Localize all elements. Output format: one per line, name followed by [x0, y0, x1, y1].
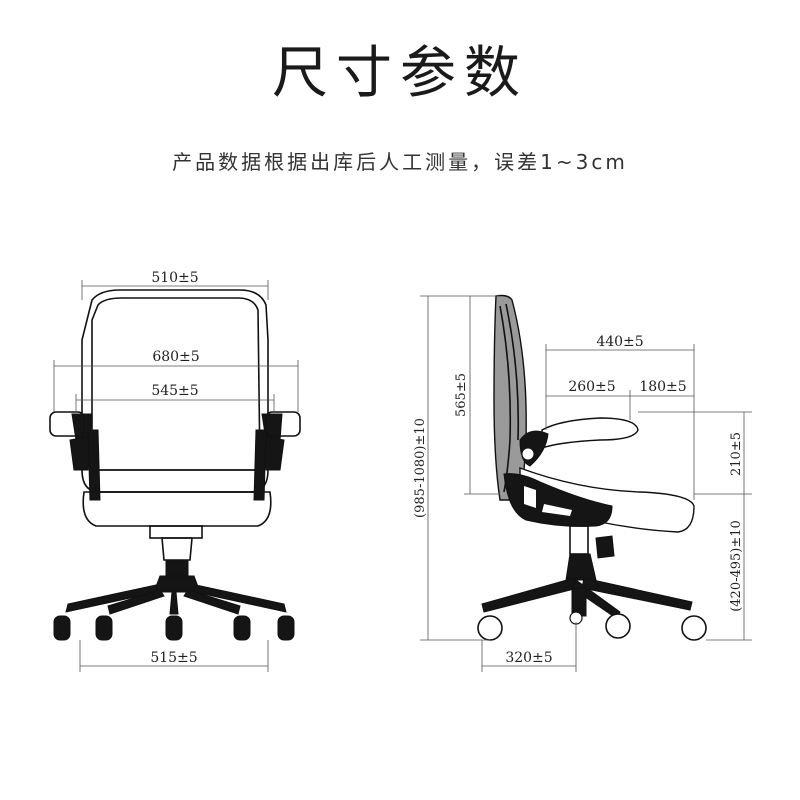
side-seat-depth-label: 440±5 [596, 334, 643, 350]
side-backrest-height-label: 565±5 [454, 373, 469, 417]
side-seat-height-label: (420-495)±10 [729, 520, 744, 612]
page-title: 尺寸参数 [272, 41, 528, 106]
caster-wheel-icon [53, 615, 295, 641]
side-armrest-back-label: 180±5 [639, 379, 686, 395]
side-caster-wheel-icon [477, 611, 707, 641]
front-back-width-label: 510±5 [151, 270, 198, 286]
front-view-chair [49, 289, 301, 641]
page-subtitle: 产品数据根据出库后人工测量，误差1~3cm [172, 150, 628, 174]
side-armrest-height-label: 210±5 [729, 432, 744, 476]
front-seat-width-label: 545±5 [151, 383, 198, 399]
side-view-chair [477, 294, 707, 641]
side-dimensions: (985-1080)±10 565±5 440±5 260±5 180±5 21… [413, 295, 752, 672]
side-base-depth-label: 320±5 [505, 650, 552, 666]
side-overall-height-label: (985-1080)±10 [413, 418, 428, 518]
front-base-width-label: 515±5 [150, 650, 197, 666]
front-armrest-span-label: 680±5 [152, 349, 199, 365]
front-dimensions: 510±5 680±5 545±5 515±5 [53, 270, 299, 672]
side-armrest-front-label: 260±5 [568, 379, 615, 395]
